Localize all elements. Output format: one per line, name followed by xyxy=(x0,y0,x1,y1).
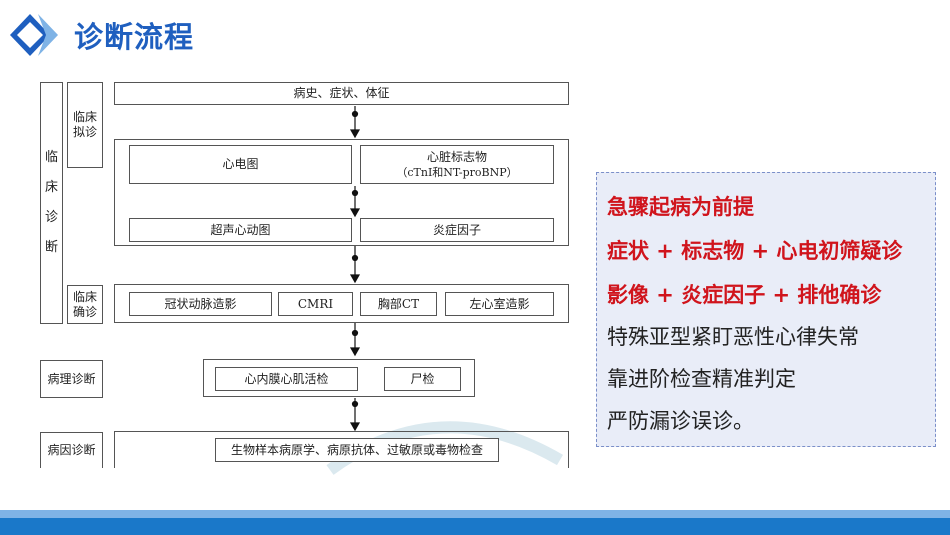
confirm-tests-group xyxy=(114,284,569,323)
footer-bar xyxy=(0,518,950,535)
pathology-tests-group xyxy=(203,359,475,397)
clinical-suspect-label: 临床 拟诊 xyxy=(67,82,103,168)
autopsy-box: 尸检 xyxy=(384,367,461,391)
coronary-angiography-box: 冠状动脉造影 xyxy=(129,292,272,316)
chest-ct-box: 胸部CT xyxy=(360,292,437,316)
lv-angiography-box: 左心室造影 xyxy=(445,292,554,316)
history-symptoms-box: 病史、症状、体征 xyxy=(114,82,569,105)
etiology-tests-box: 生物样本病原学、病原抗体、过敏原或毒物检查 xyxy=(215,438,499,462)
clinical-diagnosis-label: 临 床 诊 断 xyxy=(40,82,63,324)
footer-accent-bar xyxy=(0,510,950,518)
inflammation-factor-box: 炎症因子 xyxy=(360,218,554,242)
etiology-tests-group xyxy=(114,431,569,468)
summary-line-4: 特殊亚型紧盯恶性心律失常 xyxy=(607,325,859,349)
diamond-logo-icon xyxy=(10,14,58,56)
summary-line-2: 症状 + 标志物 + 心电初筛疑诊 xyxy=(607,239,903,263)
pathology-diagnosis-label: 病理诊断 xyxy=(40,360,103,398)
summary-panel: 急骤起病为前提 症状 + 标志物 + 心电初筛疑诊 影像 + 炎症因子 + 排他… xyxy=(596,172,936,447)
summary-line-6: 严防漏诊误诊。 xyxy=(607,409,754,433)
endomyocardial-biopsy-box: 心内膜心肌活检 xyxy=(215,367,358,391)
initial-tests-group xyxy=(114,139,569,246)
cmri-box: CMRI xyxy=(278,292,353,316)
ecg-box: 心电图 xyxy=(129,145,352,184)
summary-line-3: 影像 + 炎症因子 + 排他确诊 xyxy=(607,283,882,307)
echocardiogram-box: 超声心动图 xyxy=(129,218,352,242)
page-title: 诊断流程 xyxy=(74,20,195,54)
clinical-confirm-label: 临床 确诊 xyxy=(67,285,103,324)
cardiac-biomarker-box: 心脏标志物 （cTnI和NT-proBNP） xyxy=(360,145,554,184)
etiology-diagnosis-label: 病因诊断 xyxy=(40,432,103,468)
summary-line-1: 急骤起病为前提 xyxy=(607,195,754,219)
summary-line-5: 靠进阶检查精准判定 xyxy=(607,367,796,391)
